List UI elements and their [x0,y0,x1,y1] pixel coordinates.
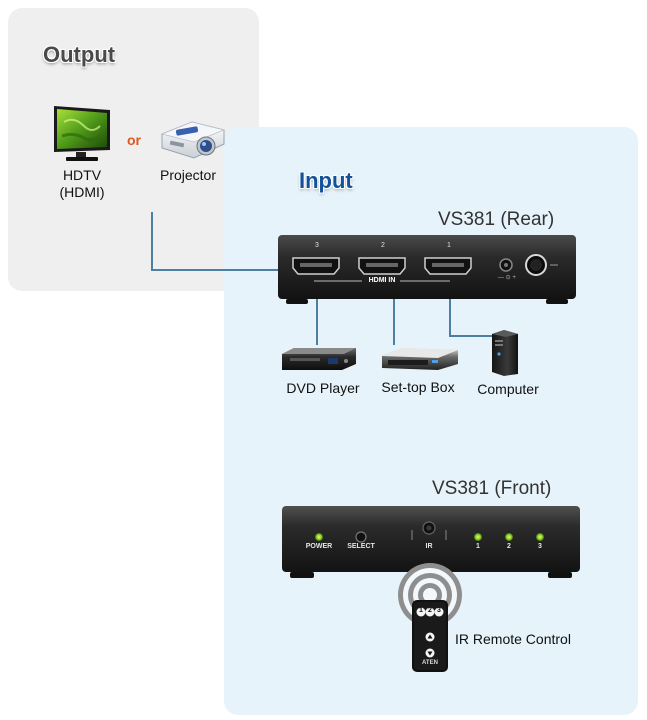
led-1 [474,533,482,541]
projector-label: Projector [159,167,217,183]
front-power-label: POWER [305,543,333,550]
hdtv-label-line2: (HDMI) [59,184,105,200]
front-led-2-label: 2 [507,543,511,550]
power-led [315,533,323,541]
hdtv-label: HDTV (HDMI) [52,167,112,201]
rear-heading: VS381 (Rear) [438,209,555,230]
remote-button-1-label: 1 [419,607,423,614]
input-title: Input [299,168,353,193]
led-2 [505,533,513,541]
remote-button-3 [434,607,444,617]
front-led-3-label: 3 [538,543,542,550]
ir-remote-control [412,600,448,672]
hdtv-label-line1: HDTV [62,167,102,183]
computer-cable [449,283,492,337]
projector-icon [160,121,226,159]
front-led-1-label: 1 [476,543,480,550]
set-top-box-label: Set-top Box [381,379,455,395]
remote-brand-label: ATEN [422,660,438,666]
set-top-box-icon [382,348,458,370]
output-cable [151,212,315,271]
computer-label: Computer [477,381,539,397]
vs381-front-unit [282,506,580,578]
remote-button-2-label: 2 [428,607,432,614]
rear-port-3-label: 3 [315,242,319,249]
led-3 [536,533,544,541]
front-ir-label: IR [425,543,433,550]
remote-control-label: IR Remote Control [455,631,571,647]
front-heading: VS381 (Front) [432,478,552,499]
output-title: Output [43,42,116,67]
remote-button-1 [416,607,426,617]
rear-port-1-label: 1 [447,242,451,249]
select-button [355,531,367,543]
or-label: or [127,132,141,148]
rear-port-2-label: 2 [381,242,385,249]
output-panel [8,8,259,291]
dvd-player-icon [282,348,356,370]
remote-button-3-label: 3 [437,607,441,614]
hdtv-icon [54,106,110,161]
dvd-player-label: DVD Player [286,380,360,396]
svg-text:— ⊙ +: — ⊙ + [498,275,516,281]
rear-hdmi-in-label: HDMI IN [368,277,396,284]
front-select-label: SELECT [347,543,375,550]
vs381-rear-unit: — ⊙ + [278,235,576,304]
computer-icon [492,330,518,376]
remote-button-2 [425,607,435,617]
